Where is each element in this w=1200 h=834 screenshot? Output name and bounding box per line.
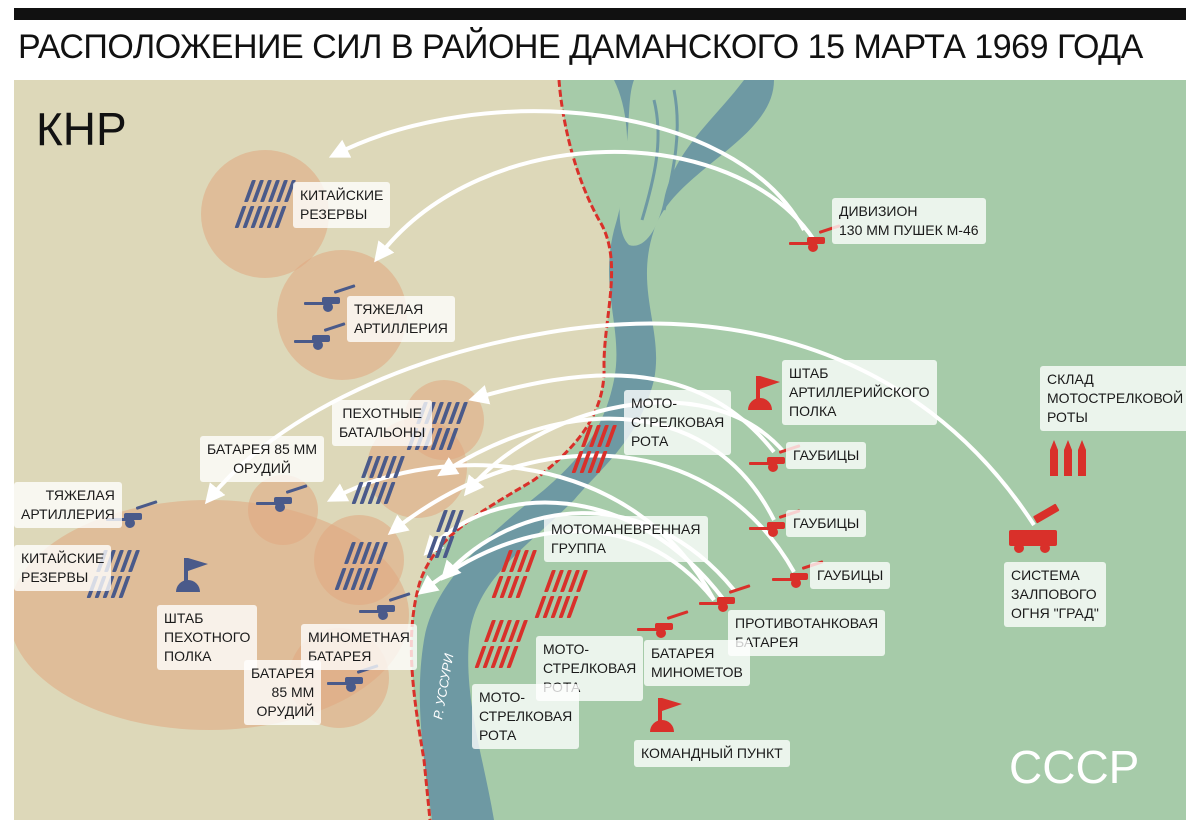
label-depot: СКЛАД МОТОСТРЕЛКОВОЙ РОТЫ (1040, 366, 1186, 431)
page-title: РАСПОЛОЖЕНИЕ СИЛ В РАЙОНЕ ДАМАНСКОГО 15 … (18, 28, 1143, 66)
label-division-m46: ДИВИЗИОН 130 ММ ПУШЕК М-46 (832, 198, 986, 244)
label-command-post: КОМАНДНЫЙ ПУНКТ (634, 740, 790, 767)
country-ussr: СССР (1009, 741, 1140, 793)
label-heavy-artillery-west: ТЯЖЕЛАЯ АРТИЛЛЕРИЯ (14, 482, 122, 528)
label-artillery-hq: ШТАБ АРТИЛЛЕРИЙСКОГО ПОЛКА (782, 360, 937, 425)
label-heavy-artillery-north: ТЯЖЕЛАЯ АРТИЛЛЕРИЯ (347, 296, 455, 342)
flag-icon (650, 698, 682, 732)
label-reserves-west: КИТАЙСКИЕ РЕЗЕРВЫ (14, 545, 112, 591)
flag-icon (748, 376, 780, 410)
label-grad: СИСТЕМА ЗАЛПОВОГО ОГНЯ "ГРАД" (1004, 562, 1106, 627)
label-battery-85-north: БАТАРЕЯ 85 ММ ОРУДИЙ (200, 436, 325, 482)
label-motor-company-south: МОТО- СТРЕЛКОВАЯ РОТА (472, 684, 580, 749)
arrow (387, 453, 796, 573)
state-border (409, 80, 614, 820)
label-antitank: ПРОТИВОТАНКОВАЯ БАТАРЕЯ (728, 610, 886, 656)
chinese-units (86, 180, 468, 692)
arrow (328, 109, 806, 231)
label-reserves-north: КИТАЙСКИЕ РЕЗЕРВЫ (293, 182, 391, 228)
label-howitzers-2: ГАУБИЦЫ (786, 510, 867, 537)
rocket-launcher-icon (1009, 503, 1060, 553)
map-canvas: Р. УССУРИ (14, 80, 1186, 820)
label-maneuver-group: МОТОМАНЕВРЕННАЯ ГРУППА (544, 516, 708, 562)
top-rule (14, 8, 1186, 20)
damansky-island (619, 80, 744, 246)
map: Р. УССУРИ КНР СССР КИТАЙСКИЕ РЕЗЕРВЫ ТЯЖ… (14, 80, 1186, 820)
country-china: КНР (36, 103, 127, 155)
arrow (374, 150, 816, 263)
zone-mortar (314, 515, 404, 605)
soviet-units (474, 224, 1086, 732)
label-howitzers-3: ГАУБИЦЫ (810, 562, 891, 589)
ussuri-river (419, 80, 774, 820)
arrow (463, 400, 786, 497)
ammo-icon (1050, 440, 1086, 476)
zone-heavy-artillery-north (277, 250, 407, 380)
island-channel (640, 89, 679, 221)
label-howitzers-1: ГАУБИЦЫ (786, 442, 867, 469)
label-infantry-battalions: ПЕХОТНЫЕ БАТАЛЬОНЫ (332, 400, 433, 446)
label-mortars: БАТАРЕЯ МИНОМЕТОВ (644, 640, 750, 686)
label-regiment-hq: ШТАБ ПЕХОТНОГО ПОЛКА (157, 605, 258, 670)
label-motor-company-north: МОТО- СТРЕЛКОВАЯ РОТА (624, 390, 732, 455)
flag-icon (176, 558, 208, 592)
label-battery-85-south: БАТАРЕЯ 85 ММ ОРУДИЙ (244, 660, 322, 725)
